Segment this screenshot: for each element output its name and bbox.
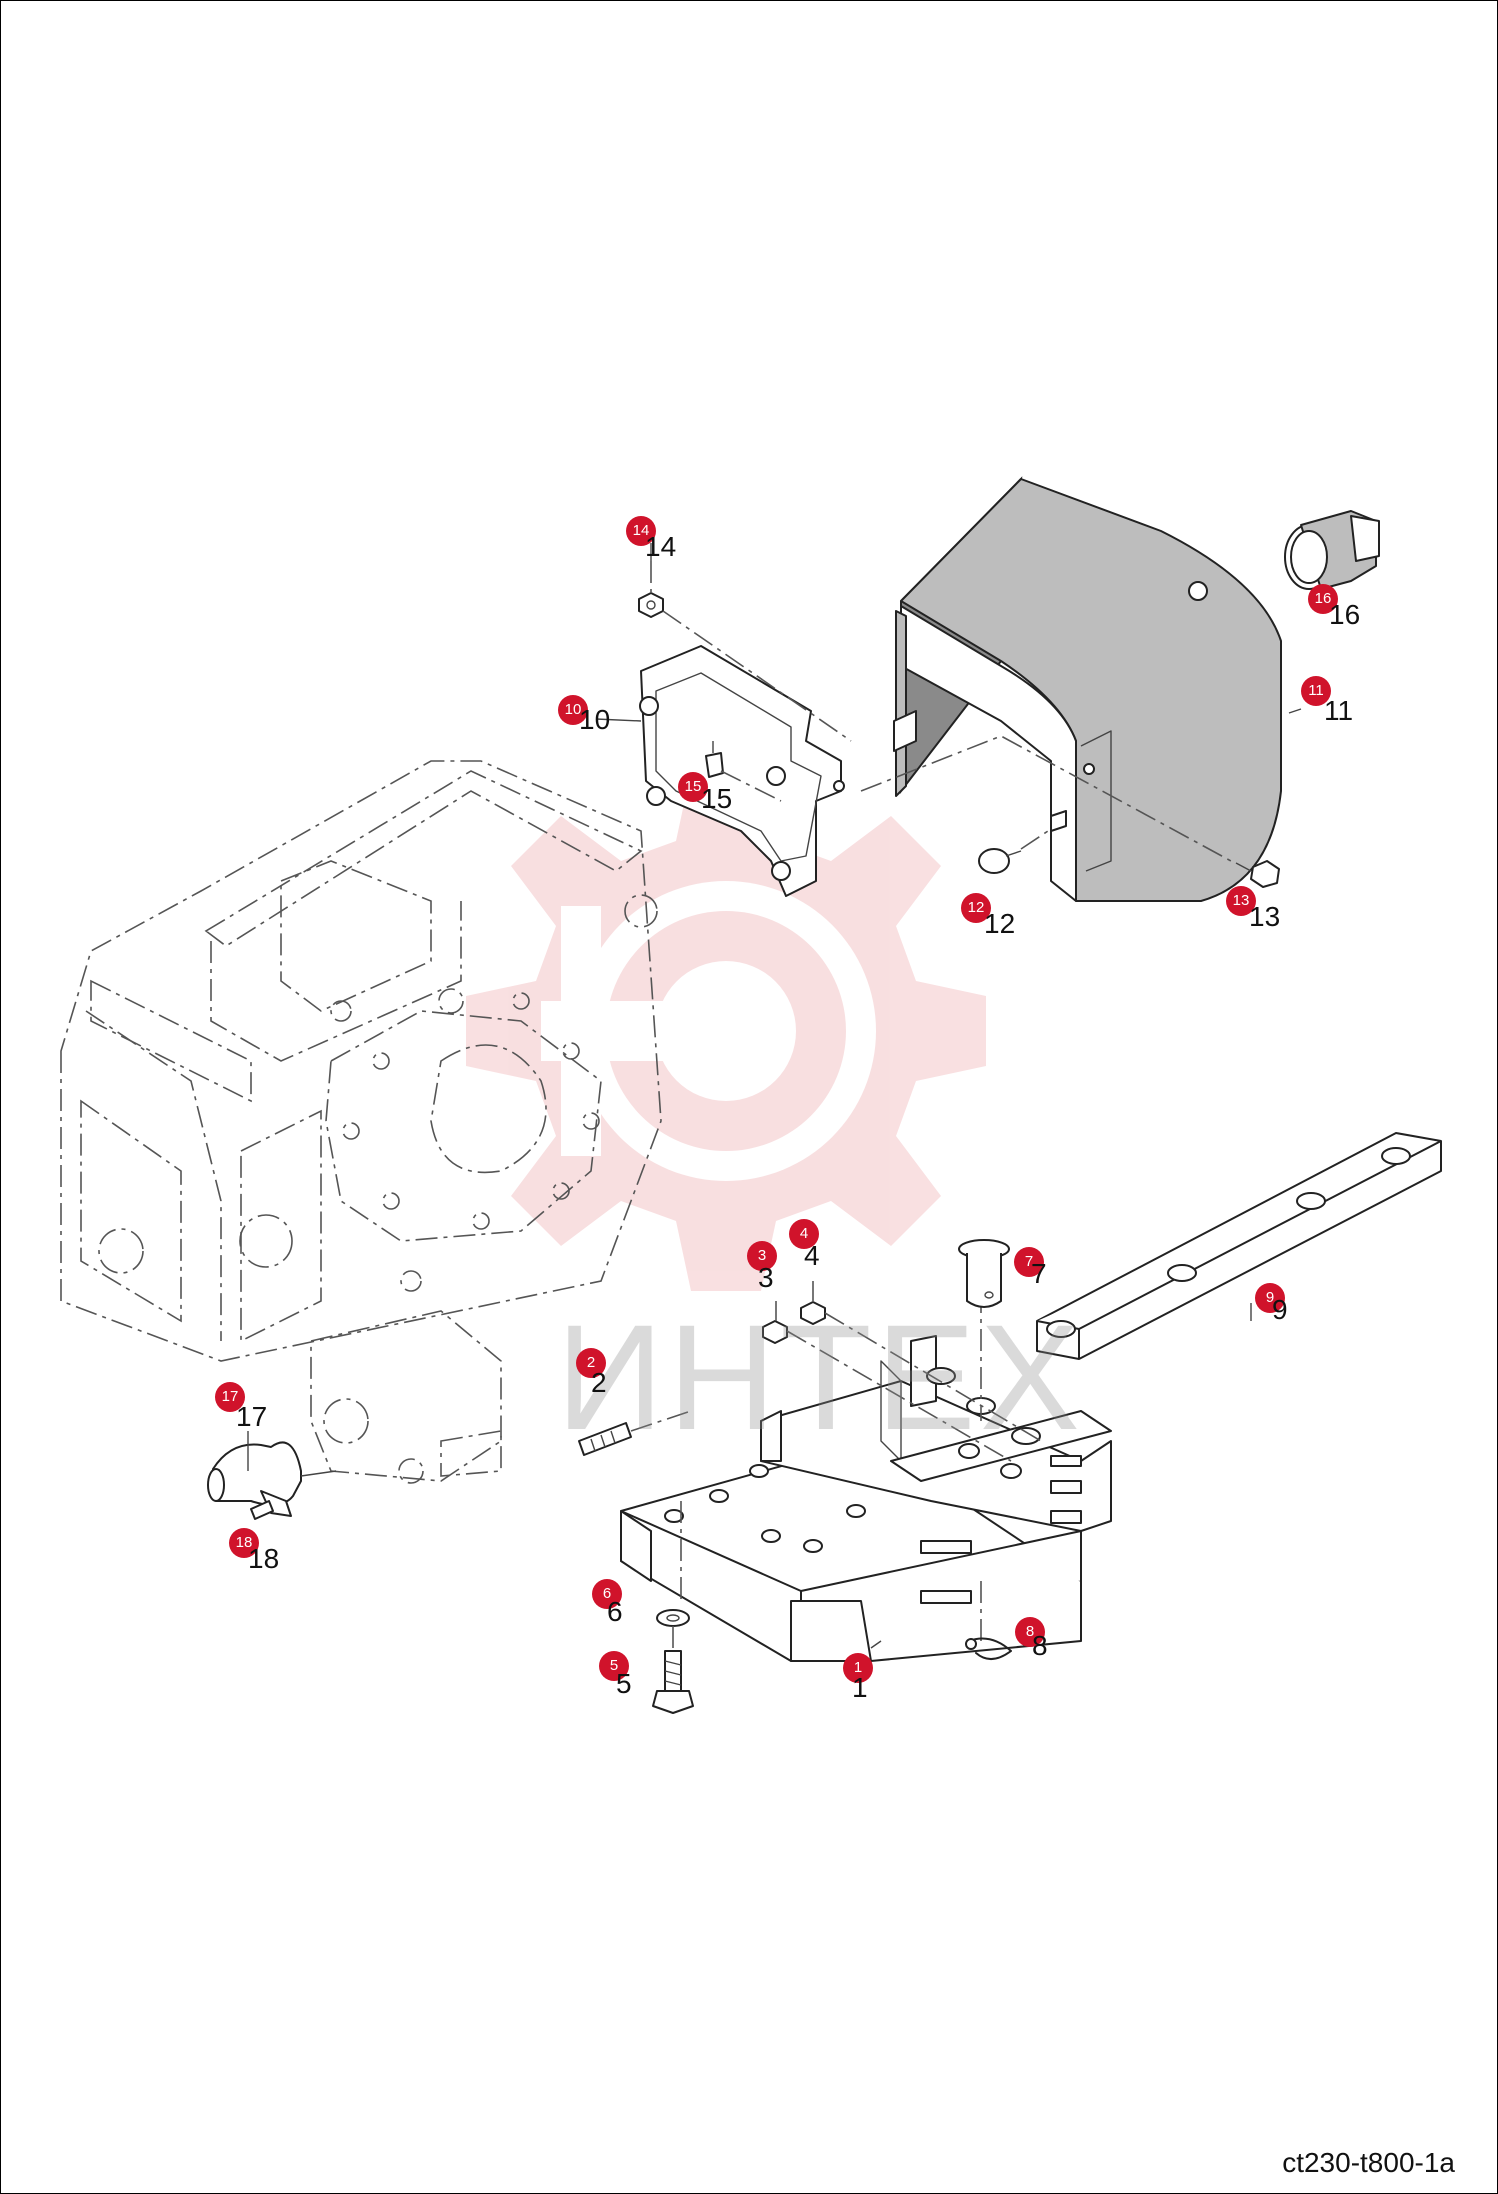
- callout-number: 15: [701, 783, 733, 814]
- lynch-pin: [965, 1637, 1012, 1660]
- pto-shaft-cover: [207, 1441, 337, 1517]
- callout-number: 18: [248, 1543, 280, 1574]
- callout-badge: 14: [626, 516, 656, 546]
- callout-number: 9: [1272, 1294, 1288, 1325]
- drawbar: [1036, 1132, 1442, 1360]
- washers: [762, 1281, 1042, 1462]
- bolt-and-washer: [652, 1609, 694, 1714]
- stud: [578, 1410, 692, 1456]
- callout-badge: 18: [229, 1528, 259, 1558]
- callout-badge: 1: [843, 1653, 873, 1683]
- callout-number: 2: [591, 1367, 607, 1398]
- knob: [978, 828, 1052, 874]
- callout-number: 5: [616, 1668, 632, 1699]
- callout-badge: 9: [1255, 1283, 1285, 1313]
- callout-badge: 16: [1308, 584, 1338, 614]
- callout-badge: 4: [789, 1219, 819, 1249]
- callout-number: 12: [984, 908, 1016, 939]
- callout-badge: 2: [576, 1348, 606, 1378]
- callout-badge: 3: [747, 1241, 777, 1271]
- leader-lines: [247, 543, 1302, 1649]
- watermark-gear-logo: [466, 771, 986, 1291]
- callout-number: 8: [1032, 1630, 1048, 1661]
- callout-badge: 12: [961, 893, 991, 923]
- callout-number: 6: [607, 1596, 623, 1627]
- callout-number: 4: [804, 1240, 820, 1271]
- callout-number: 7: [1031, 1258, 1047, 1289]
- callout-badge: 13: [1226, 886, 1256, 916]
- bolt: [1235, 860, 1280, 888]
- transmission-housing: [60, 760, 662, 1484]
- nut: [638, 561, 852, 742]
- callout-badge: 10: [558, 695, 588, 725]
- pto-cap: [1284, 510, 1380, 590]
- callout-badge: 15: [678, 772, 708, 802]
- callout-number: 13: [1249, 901, 1281, 932]
- callout-number: 16: [1329, 599, 1361, 630]
- drawbar-pin: [958, 1239, 1010, 1308]
- callout-badge: 7: [1014, 1247, 1044, 1277]
- cover-plate: [639, 645, 845, 897]
- watermark-text: ИНТЕХ: [556, 1293, 1084, 1461]
- stud-bolt: [705, 741, 782, 802]
- callout-badge: 17: [215, 1382, 245, 1412]
- callout-badge: 11: [1301, 676, 1331, 706]
- callout-number: 10: [579, 704, 611, 735]
- callout-badge: 5: [599, 1651, 629, 1681]
- callout-badge: 8: [1015, 1617, 1045, 1647]
- callout-number: 11: [1324, 695, 1354, 726]
- pto-shield: [860, 476, 1282, 902]
- callout-number: 3: [758, 1262, 774, 1293]
- callout-number: 1: [852, 1672, 868, 1703]
- callout-number: 14: [645, 531, 677, 562]
- callout-number: 17: [236, 1401, 268, 1432]
- callout-badge: 6: [592, 1579, 622, 1609]
- drawing-code: ct230-t800-1a: [1282, 2147, 1455, 2178]
- screw: [250, 1500, 274, 1520]
